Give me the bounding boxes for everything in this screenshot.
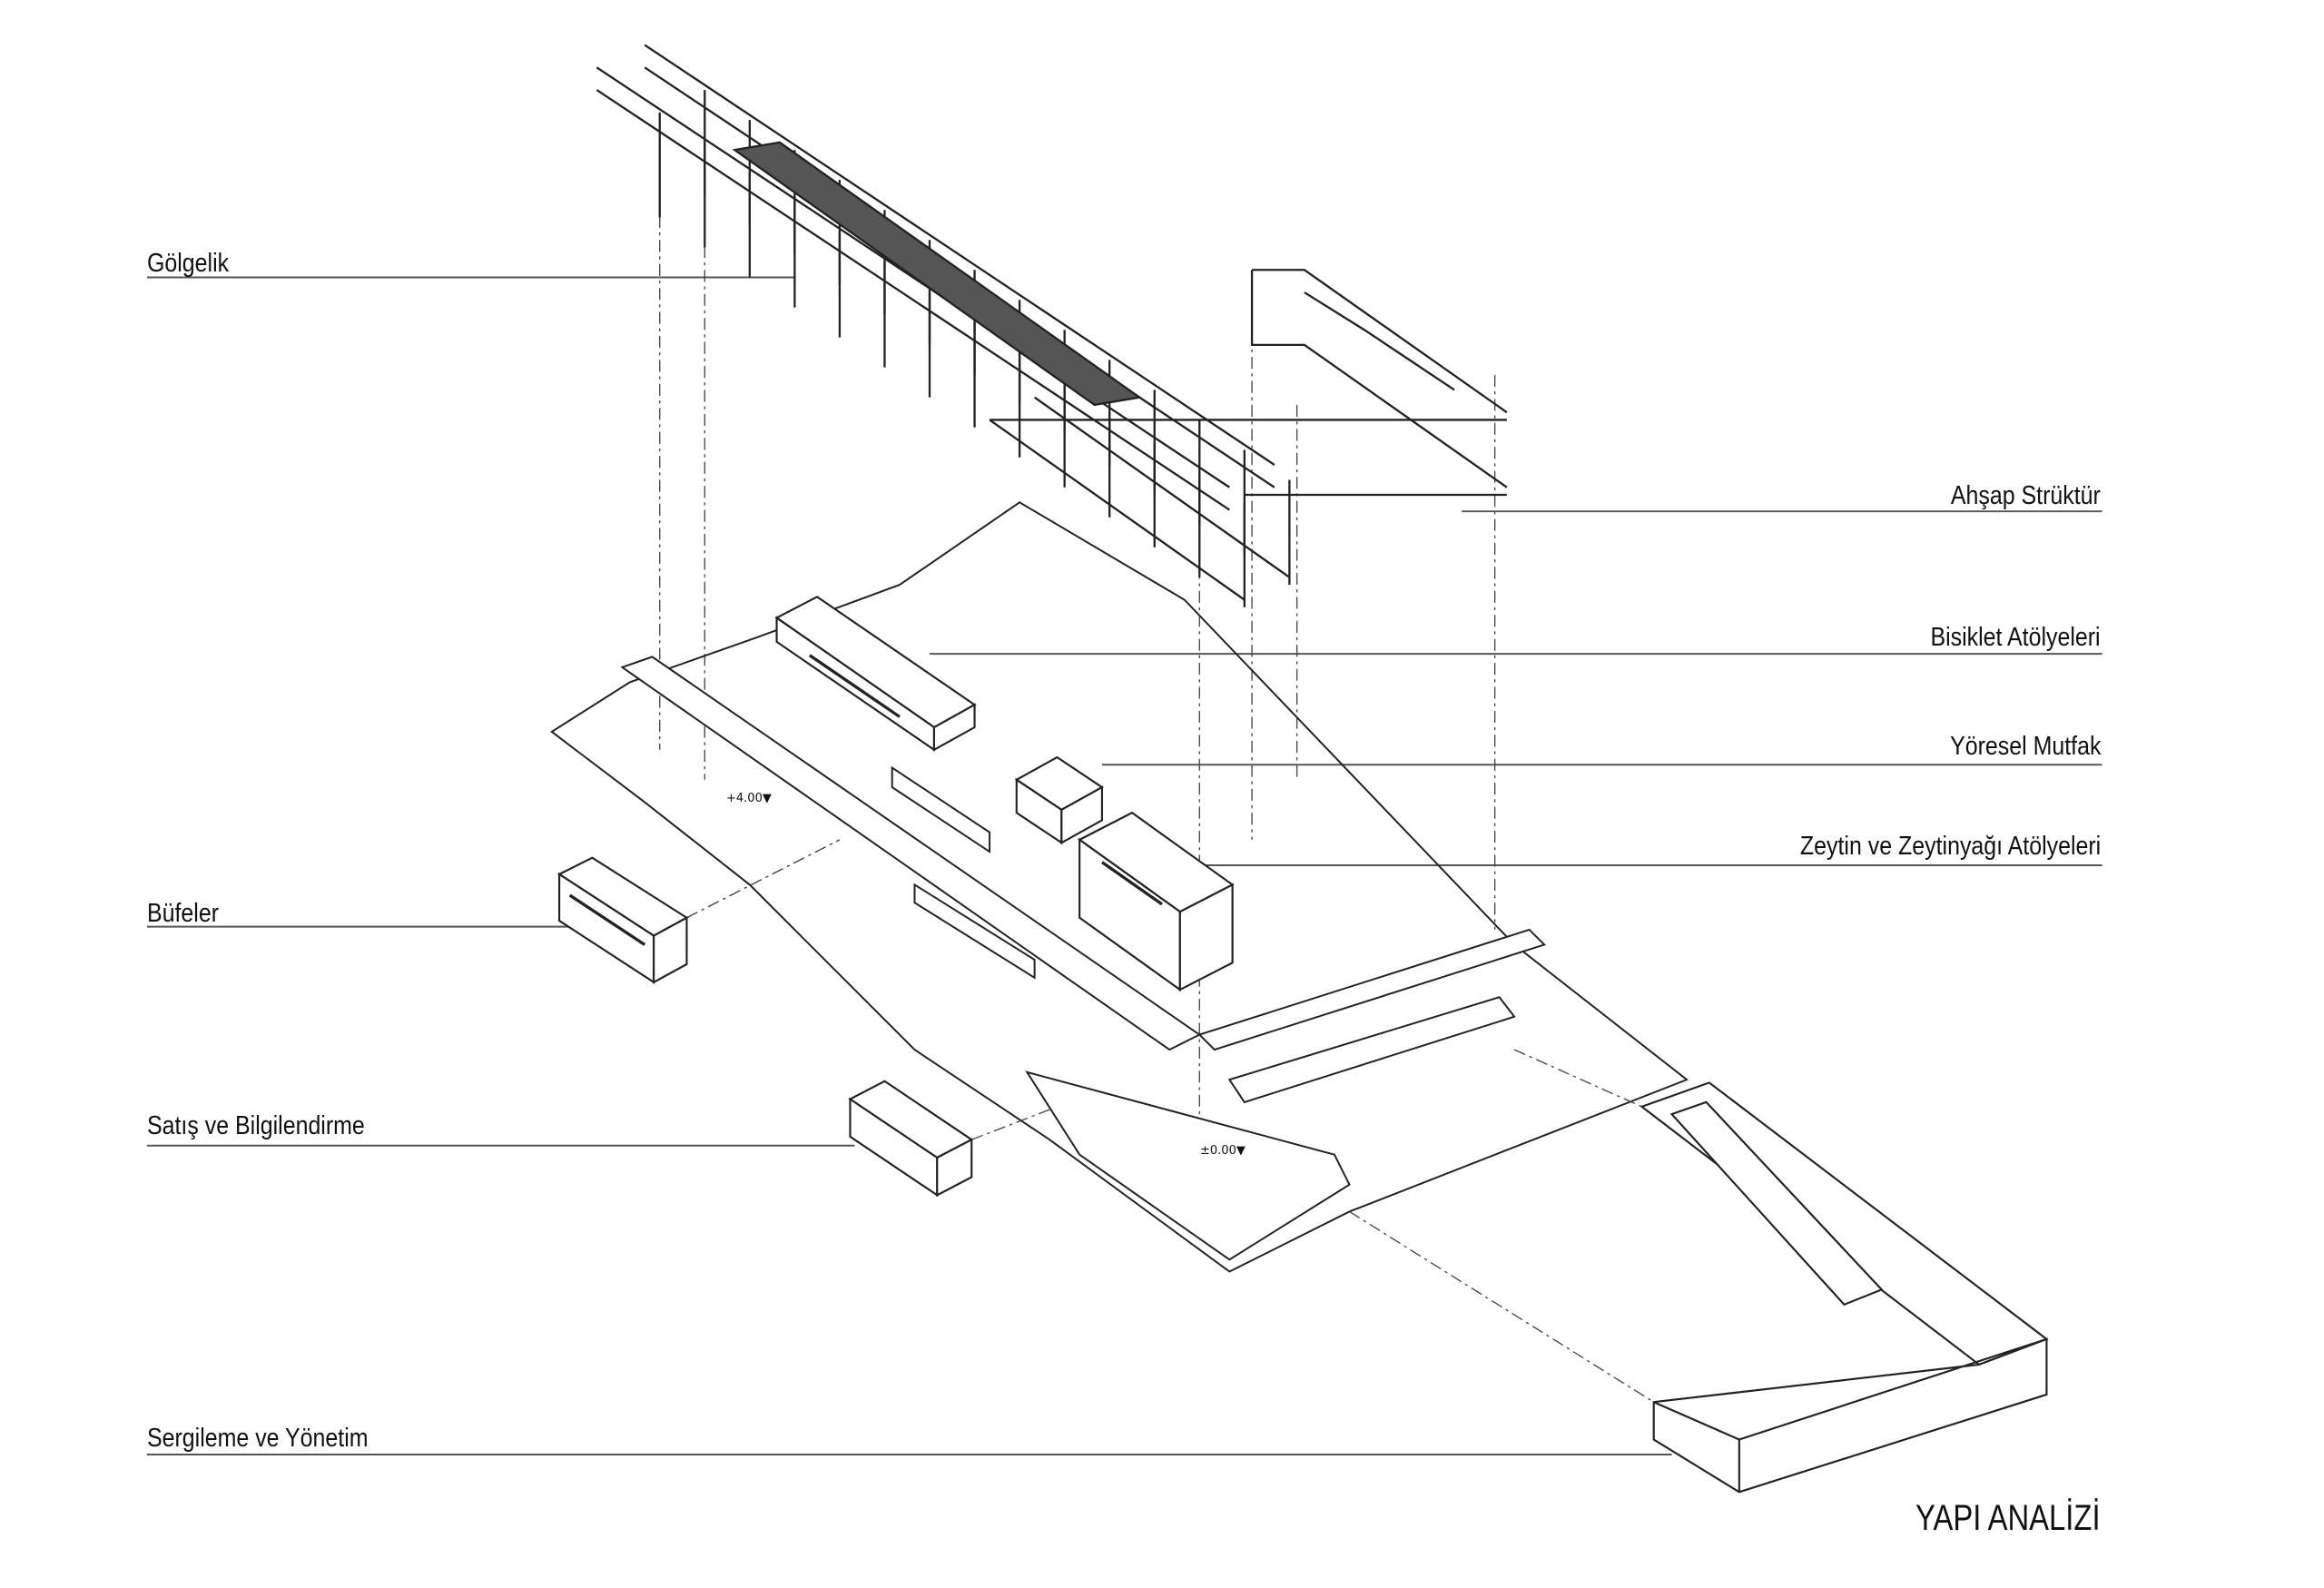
level-marker-upper: +4.00▼ xyxy=(726,792,772,805)
leader-lines xyxy=(146,276,2102,1456)
satis-building xyxy=(848,1080,974,1198)
label-bufeler: Büfeler xyxy=(147,899,220,928)
label-satis: Satış ve Bilgilendirme xyxy=(147,1111,365,1140)
label-zeytin: Zeytin ve Zeytinyağı Atölyeleri xyxy=(1799,832,2101,861)
label-sergileme: Sergileme ve Yönetim xyxy=(147,1424,369,1453)
label-yoresel: Yöresel Mutfak xyxy=(1949,732,2101,761)
projection-lines-lower xyxy=(686,839,1655,1403)
label-golgelik: Gölgelik xyxy=(147,249,230,278)
mutfak-building xyxy=(1014,755,1104,845)
bufeler-building xyxy=(556,856,689,984)
zeytin-building xyxy=(1078,811,1235,992)
sergileme-building xyxy=(1640,1081,2049,1494)
bisiklet-building xyxy=(774,596,977,752)
level-marker-ground: ±0.00▼ xyxy=(1200,1144,1246,1158)
label-ahsap: Ahşap Strüktür xyxy=(1951,481,2101,510)
drawing-title: YAPI ANALİZİ xyxy=(1915,1498,2101,1538)
terrace-walls xyxy=(620,656,1546,1261)
label-bisiklet: Bisiklet Atölyeleri xyxy=(1930,623,2101,652)
pergola-structure xyxy=(596,44,1508,607)
